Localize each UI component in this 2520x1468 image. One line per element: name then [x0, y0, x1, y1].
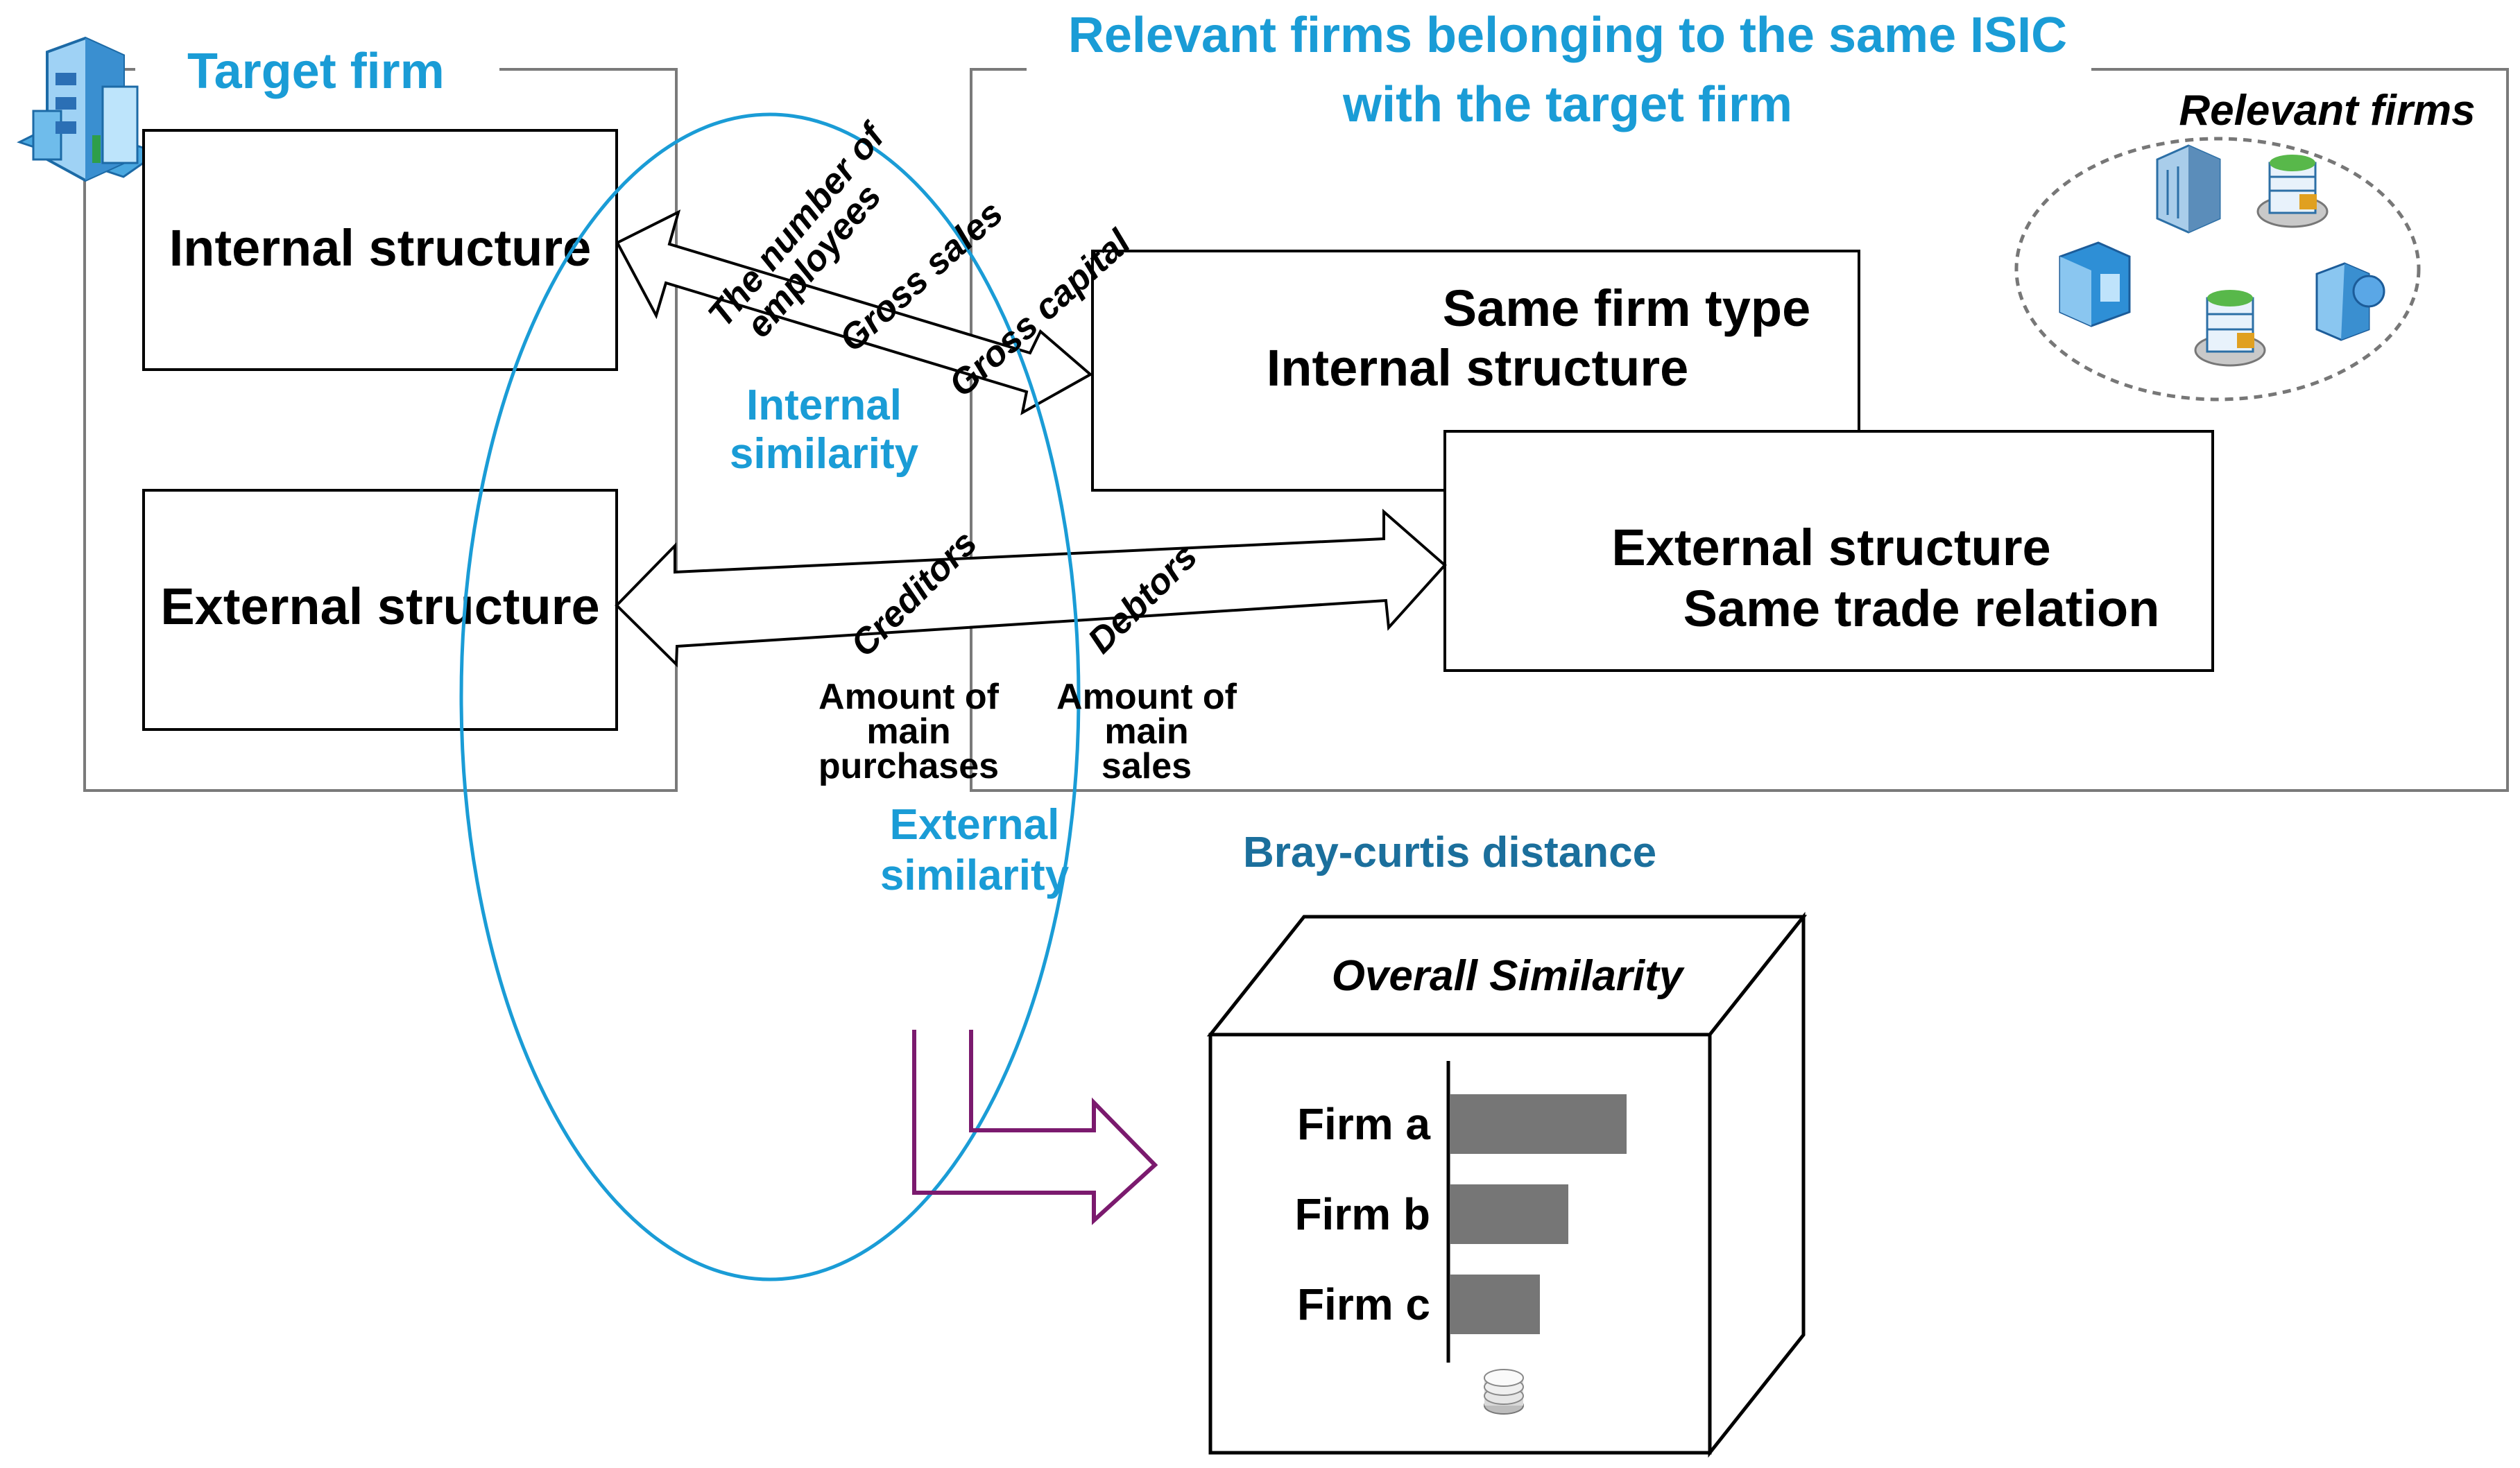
relevant-firms-title-line2: with the target firm — [1342, 77, 1792, 132]
same-trade-relation-line2: Same trade relation — [1683, 580, 2160, 637]
similarity-ellipse — [459, 112, 1081, 1281]
purchases-label-line1: Amount of — [818, 677, 1000, 717]
same-trade-relation-line1: External structure — [1611, 519, 2050, 576]
overall-similarity-title: Overall Similarity — [1332, 952, 1686, 1000]
flow-arrow — [912, 1030, 1158, 1225]
external-similarity-label-line2: similarity — [880, 852, 1070, 899]
sales-label-line2: main — [1104, 711, 1188, 752]
external-similarity-arrow — [615, 508, 1447, 668]
database-icon — [1484, 1369, 1524, 1415]
sales-label-line1: Amount of — [1056, 677, 1237, 717]
firm-label: Firm a — [1297, 1099, 1430, 1149]
similarity-bars: Firm a Firm b Firm c — [1294, 1094, 1627, 1334]
relevant-firms-title-line1: Relevant firms belonging to the same ISI… — [1068, 8, 2067, 63]
similarity-bar — [1450, 1184, 1568, 1244]
same-firm-type-line2: Internal structure — [1267, 339, 1689, 397]
sales-label-line3: sales — [1102, 746, 1192, 786]
bray-curtis-distance-label: Bray-curtis distance — [1243, 829, 1656, 877]
relevant-firms-cloud — [2014, 137, 2421, 401]
purchases-label-line2: main — [866, 711, 950, 752]
firm-label: Firm c — [1297, 1279, 1430, 1329]
relevant-firm-building-icons — [2059, 144, 2385, 367]
target-internal-structure-box — [142, 129, 618, 371]
same-trade-relation-box — [1443, 430, 2214, 672]
target-external-structure-box — [142, 489, 618, 731]
target-external-structure-label: External structure — [160, 578, 599, 635]
same-firm-type-line1: Same firm type — [1443, 279, 1811, 337]
similarity-bar — [1450, 1094, 1627, 1154]
relevant-firms-cloud-label: Relevant firms — [2179, 87, 2475, 135]
external-similarity-label-line1: External — [890, 801, 1060, 849]
internal-similarity-label-line2: similarity — [730, 430, 919, 478]
firm-label: Firm b — [1294, 1189, 1430, 1239]
target-firm-title: Target firm — [187, 44, 445, 99]
relevant-firms-frame — [970, 68, 2509, 792]
target-internal-structure-label: Internal structure — [169, 219, 592, 277]
internal-similarity-arrow — [615, 209, 1093, 415]
similarity-bar — [1450, 1275, 1540, 1334]
building-icon — [17, 36, 161, 182]
internal-similarity-label-line1: Internal — [746, 381, 902, 429]
purchases-label-line3: purchases — [818, 746, 999, 786]
